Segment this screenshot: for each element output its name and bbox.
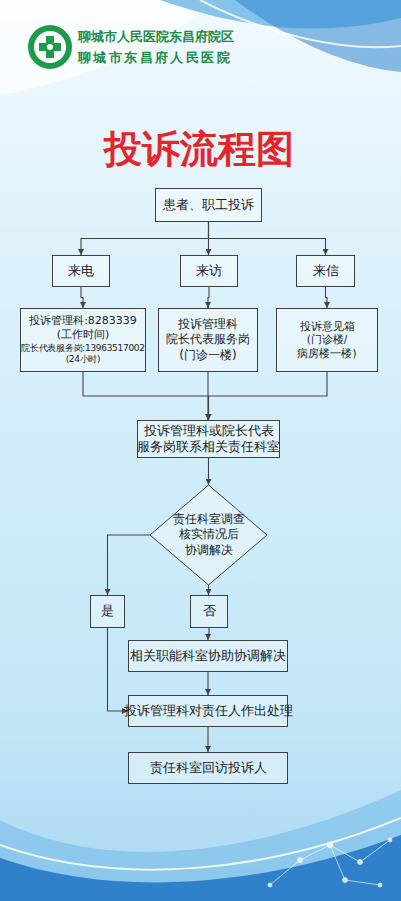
node-text: 责任科室调查 核实情况后 协调解决 (166, 512, 251, 558)
logo-cross (46, 36, 54, 58)
process-box: 患者、职工投诉 (155, 188, 262, 222)
chart-title: 投诉流程图 (104, 124, 294, 175)
node-text: 否 (203, 603, 216, 620)
top-wave (235, 0, 401, 72)
process-box: 投诉管理科对责任人作出处理 (128, 695, 288, 727)
node-text: 投诉意见箱 (门诊楼/病房楼一楼) (279, 320, 375, 360)
node-text: 院长代表服务岗:13963517002 (24小时) (21, 343, 144, 366)
flow-connector (108, 535, 151, 595)
hospital-logo (28, 25, 72, 69)
node-text: 来访 (196, 263, 222, 280)
node-text: 患者、职工投诉 (163, 197, 254, 214)
flow-connector (208, 287, 209, 308)
diamond-shape (150, 485, 267, 585)
node-text: 投诉管理科或院长代表 服务岗联系相关责任科室 (137, 423, 280, 455)
top-glow (0, 0, 215, 95)
flow-connector (207, 372, 208, 420)
network-line (345, 880, 380, 885)
network-line (270, 860, 300, 885)
process-box: 投诉管理科 院长代表服务岗 (门诊一楼) (158, 308, 258, 372)
bottom-wave-line (0, 818, 401, 870)
network-dot (268, 883, 272, 887)
logo-ring (28, 25, 72, 69)
network-line (300, 845, 330, 860)
branch-box: 否 (190, 595, 228, 628)
node-text: 投诉管理科对责任人作出处理 (124, 703, 293, 719)
hospital-name: 聊城市人民医院东昌府院区 (78, 29, 234, 46)
process-box: 来信 (296, 255, 355, 287)
node-text: 来电 (68, 263, 94, 280)
hospital-name: 聊城市东昌府人民医院 (78, 50, 232, 67)
network-dot (358, 860, 363, 865)
flow-connector (81, 287, 83, 308)
process-box: 投诉意见箱 (门诊楼/病房楼一楼) (276, 308, 378, 372)
flow-connector (81, 222, 209, 255)
decision-diamond: 责任科室调查 核实情况后 协调解决 (150, 485, 267, 585)
node-text: 责任科室回访投诉人 (150, 760, 267, 776)
network-line (360, 840, 390, 862)
node-text: 投诉管理科:8283339 (工作时间) (23, 314, 143, 342)
network-dot (327, 842, 333, 848)
bottom-wave (0, 790, 401, 901)
flow-connector (208, 458, 209, 485)
process-box: 来电 (52, 255, 110, 287)
flow-connector (326, 287, 328, 308)
network-line (330, 845, 345, 880)
flow-connector (208, 222, 209, 255)
flow-connector (83, 372, 209, 420)
flow-connector (208, 585, 209, 595)
network-dots (268, 838, 392, 887)
branch-box: 是 (90, 595, 125, 628)
process-box: 投诉管理科:8283339 (工作时间)院长代表服务岗:13963517002 … (20, 308, 146, 372)
node-text: 投诉管理科 院长代表服务岗 (门诊一楼) (161, 317, 255, 363)
process-box: 相关职能科室协助协调解决 (128, 640, 288, 672)
flow-connector (108, 628, 129, 711)
node-text: 是 (101, 603, 114, 620)
flow-connector (209, 222, 326, 255)
flow-connector (207, 727, 208, 752)
logo-cross (39, 43, 61, 51)
flow-connector (208, 628, 209, 640)
node-text: 来信 (313, 263, 339, 280)
logo-inner (34, 31, 66, 63)
network-dot (298, 858, 303, 863)
process-box: 责任科室回访投诉人 (128, 752, 288, 784)
logo-center (47, 44, 53, 50)
node-text: 相关职能科室协助协调解决 (130, 648, 286, 664)
flow-connector (207, 672, 208, 695)
network-dot (388, 838, 392, 842)
flow-connector (209, 372, 328, 420)
network-dot (378, 883, 382, 887)
process-box: 投诉管理科或院长代表 服务岗联系相关责任科室 (137, 420, 280, 458)
network-dot (343, 878, 348, 883)
process-box: 来访 (180, 255, 238, 287)
network-line (330, 845, 360, 862)
